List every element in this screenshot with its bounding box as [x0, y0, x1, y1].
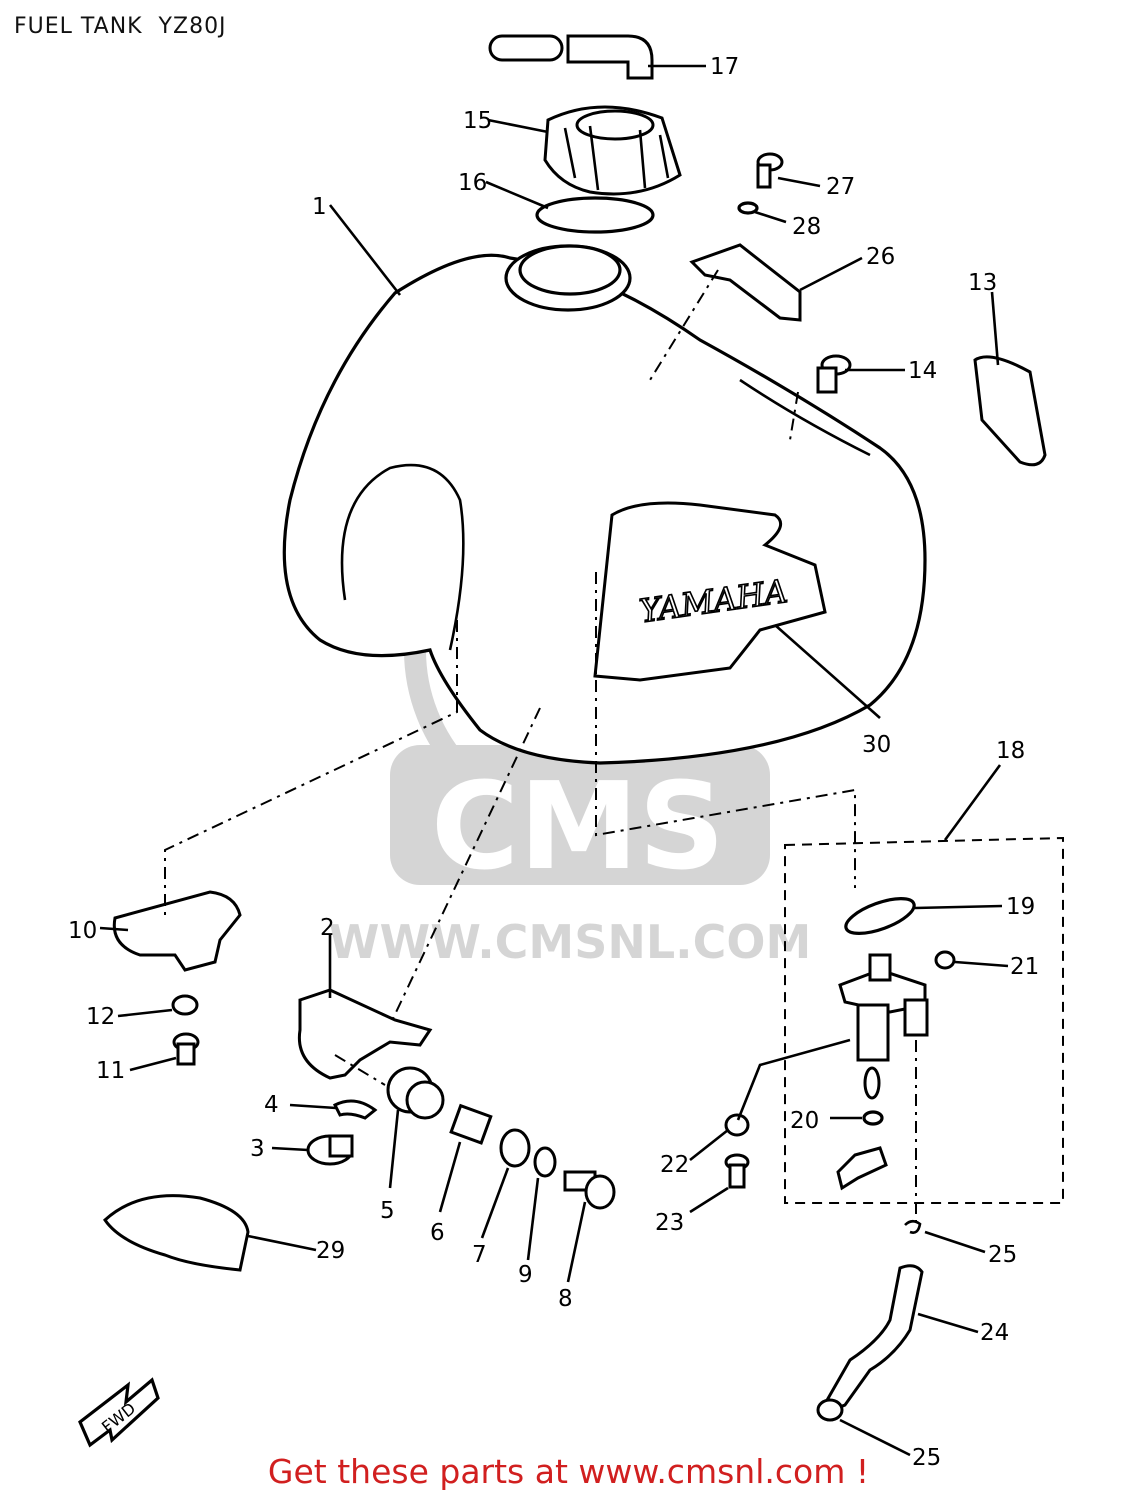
- petcock-lever: [836, 1146, 888, 1191]
- callout-11: 11: [96, 1058, 125, 1084]
- callout-12: 12: [86, 1004, 115, 1030]
- callout-16: 16: [458, 170, 487, 196]
- part-30-emblem: YAMAHA: [593, 501, 827, 682]
- part-3-bolt: [306, 1134, 354, 1166]
- spring: [863, 1066, 881, 1100]
- part-20-o-ring: [862, 1110, 884, 1126]
- part-29-cover: [103, 1194, 250, 1272]
- callout-15: 15: [463, 108, 492, 134]
- callout-18: 18: [996, 738, 1025, 764]
- callout-7: 7: [472, 1242, 487, 1268]
- callout-17: 17: [710, 54, 739, 80]
- watermark-logo: CMS: [431, 758, 725, 897]
- callout-30: 30: [862, 732, 891, 758]
- callout-13: 13: [968, 270, 997, 296]
- part-12-grommet: [171, 994, 199, 1016]
- callout-labels: 17 15 16 27 28 26 1 13 14 30 18 19 21 20…: [68, 54, 1039, 1471]
- part-13-damper: [973, 355, 1047, 467]
- callout-22: 22: [660, 1152, 689, 1178]
- cta-link-text[interactable]: Get these parts at www.cmsnl.com !: [267, 1452, 870, 1491]
- callout-29: 29: [316, 1238, 345, 1264]
- part-17-vent-hose: [488, 34, 654, 80]
- part-14-bolt: [816, 354, 852, 394]
- part-18-group-frame: [784, 836, 1064, 1204]
- callout-24: 24: [980, 1320, 1009, 1346]
- part-15-fuel-cap: [543, 105, 682, 196]
- callout-25-upper: 25: [988, 1242, 1017, 1268]
- part-24-fuel-pipe: [824, 1264, 924, 1409]
- part-petcock-body: [838, 953, 929, 1062]
- part-7-washer: [499, 1128, 531, 1168]
- callout-23: 23: [655, 1210, 684, 1236]
- part-22-washer: [724, 1113, 750, 1137]
- part-10-mount-plate: [112, 890, 242, 972]
- part-23-screw: [724, 1153, 750, 1189]
- fwd-direction-arrow: FWD: [78, 1377, 160, 1448]
- callout-4: 4: [264, 1092, 279, 1118]
- callout-14: 14: [908, 358, 937, 384]
- leader-lines: [99, 64, 1009, 1457]
- watermark-url: WWW.CMSNL.COM: [329, 915, 812, 969]
- part-27-screw: [756, 152, 784, 189]
- part-26-bracket: [689, 243, 802, 322]
- callout-27: 27: [826, 174, 855, 200]
- cms-watermark: CMS WWW.CMSNL.COM: [329, 464, 812, 969]
- part-4-clip: [332, 1099, 378, 1120]
- part-1-fuel-tank: [282, 244, 927, 765]
- callout-10: 10: [68, 918, 97, 944]
- part-16-gasket: [535, 196, 655, 234]
- part-25-clip-upper: [904, 1219, 922, 1234]
- callout-25-lower: 25: [912, 1445, 941, 1471]
- callout-28: 28: [792, 214, 821, 240]
- callout-2: 2: [320, 915, 335, 941]
- page-title: FUEL TANK YZ80J: [14, 14, 227, 39]
- callout-3: 3: [250, 1136, 265, 1162]
- part-25-clip-lower: [816, 1398, 844, 1422]
- part-5-damper: [386, 1066, 445, 1120]
- callout-20: 20: [790, 1108, 819, 1134]
- part-9-lock-washer: [533, 1146, 557, 1178]
- part-2-bracket: [297, 988, 433, 1080]
- callout-6: 6: [430, 1220, 445, 1246]
- part-8-bolt: [563, 1170, 616, 1210]
- callout-19: 19: [1006, 894, 1035, 920]
- part-19-gasket: [844, 897, 916, 935]
- callout-5: 5: [380, 1198, 395, 1224]
- part-28-washer: [737, 201, 759, 215]
- part-6-collar: [449, 1103, 493, 1145]
- callout-21: 21: [1010, 954, 1039, 980]
- callout-9: 9: [518, 1262, 533, 1288]
- part-11-bolt: [172, 1032, 200, 1066]
- reference-lines: [164, 269, 917, 1222]
- callout-8: 8: [558, 1286, 573, 1312]
- part-21-nut: [934, 950, 956, 970]
- callout-26: 26: [866, 244, 895, 270]
- callout-1: 1: [312, 194, 327, 220]
